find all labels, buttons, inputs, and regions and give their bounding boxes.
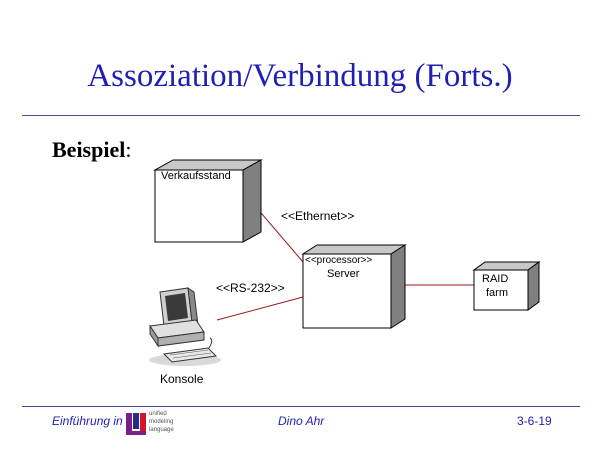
example-heading-text: Beispiel [52,137,126,162]
ethernet-connection-label: <<Ethernet>> [281,209,355,223]
footer-intro-text: Einführung in [52,414,123,428]
node-raid-farm [472,261,541,311]
uml-logo-text-3: language [149,427,174,433]
uml-logo: unified modeling language [124,410,188,438]
node-server-label: Server [327,268,360,280]
footer-date: 3-6-19 [517,414,552,428]
example-heading: Beispiel: [52,137,131,163]
rs232-connection-label: <<RS-232>> [216,281,285,295]
uml-logo-icon [126,413,146,435]
top-divider [22,115,580,116]
computer-icon [149,286,221,366]
slide-title: Assoziation/Verbindung (Forts.) [87,58,513,94]
footer-author: Dino Ahr [278,414,325,428]
uml-logo-text-2: modeling [149,419,174,425]
node-verkaufsstand-label: Verkaufsstand [161,170,231,182]
node-server-stereotype: <<processor>> [305,255,373,266]
uml-logo-text-1: unified [149,411,167,417]
node-verkaufsstand [153,159,263,243]
node-raid-label-line2: farm [486,287,508,299]
node-raid-label-line1: RAID [482,273,509,285]
bottom-divider [22,406,580,407]
example-heading-colon: : [125,137,132,162]
node-server [301,244,407,329]
rs232-connection-line [216,296,304,321]
actor-konsole-label: Konsole [160,372,204,386]
